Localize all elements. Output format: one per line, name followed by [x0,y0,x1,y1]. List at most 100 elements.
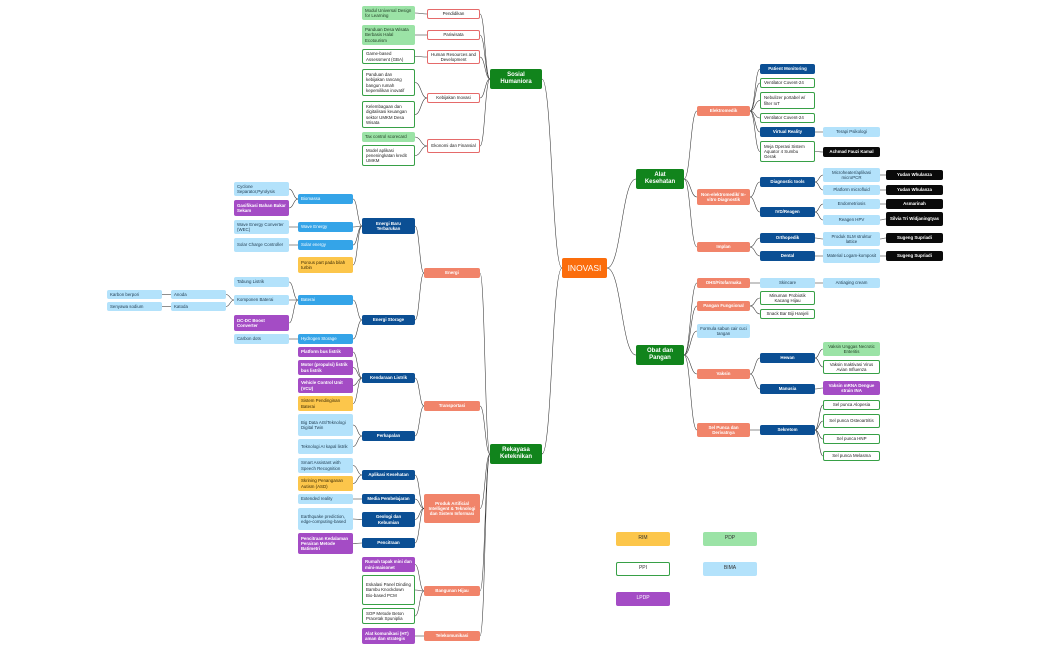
node-sel-punca-osteoartritis[interactable]: Sel punca Osteoartritis [823,414,880,428]
node-model-aplikasi-kredit[interactable]: Model aplikasi peneningkatan kredit UMKM [362,145,415,166]
node-eskalasi-panel-bambu[interactable]: Eskalasi Panel Dinding Bambu Knockdown B… [362,575,415,605]
node-katoda[interactable]: Katoda [171,302,226,311]
node-wave-energy[interactable]: Wave Energy [298,222,353,232]
node-sel-punca-hnp[interactable]: Sel punca HNP [823,434,880,444]
node-hydrogen-storage[interactable]: Hydrogen Storage [298,334,353,344]
node-virtual-reality[interactable]: Virtual Reality [760,127,815,137]
node-pencitraan-batimetri[interactable]: Pencitraan Kedalaman Perairan Metode Bat… [298,533,353,554]
node-orthopedik[interactable]: Orthopedik [760,233,815,243]
node-teknologi-ai-kapal[interactable]: Teknologi AI kapal listrik [298,439,353,454]
node-elektromedik[interactable]: Elektromedik [697,106,750,116]
node-panduan-kebijakan-rumah[interactable]: Panduan dan kebijakan rancang bangun rum… [362,69,415,96]
node-tax-control-scorecard[interactable]: Tax control scorecard [362,132,415,142]
node-wave-energy-converter[interactable]: Wave Energy Converter (WEC) [234,220,289,234]
node-hrd[interactable]: Human Resources and Development [427,50,480,64]
node-big-data-ais[interactable]: Big Data AIS/Teknologi Digital Twin [298,414,353,436]
node-panduan-desa-wisata[interactable]: Panduan Desa Wisata Berbasis Halal Ecoto… [362,25,415,45]
node-vaksin-inaktivasi-avian[interactable]: Vaksin Inaktivasi Virus Avian Influenza [823,360,880,374]
node-formula-sabun-cair[interactable]: Formula sabun cair cuci tangan [697,324,750,338]
node-karbon-berpori[interactable]: Karbon berpori [107,290,162,299]
node-material-logam-komposit[interactable]: Material Logam-komposit [823,249,880,263]
node-bangunan-hijau[interactable]: Bangunan Hijau [424,586,480,596]
node-sugeng-supriadi-2[interactable]: Sugeng Supriadi [886,251,943,261]
node-senyawa-sodium[interactable]: Senyawa sodium [107,302,162,311]
node-platform-microfluid[interactable]: Platform microfluid [823,185,880,195]
node-transportasi[interactable]: Transportasi [424,401,480,411]
node-snack-bar-hanjeli[interactable]: Snack Bar Biji Hanjeli [760,309,815,319]
node-diagnostic-tools[interactable]: Diagnostic tools [760,177,815,187]
node-yudan-whulanza-1[interactable]: Yudan Whulanza [886,170,943,180]
node-energi-storage[interactable]: Energi Storage [362,315,415,325]
node-silvia-tri-widjaningtyas[interactable]: Silvia Tri Widjaningtyas [886,212,943,226]
node-porous-part-turbin[interactable]: Porous part pada bilah turbin [298,257,353,273]
node-microheater-pcr[interactable]: Microheater/aplikasi microPCR [823,168,880,182]
node-media-pembelajaran[interactable]: Media Pembelajaran [362,494,415,504]
node-pangan-fungsional[interactable]: Pangan Fungsional [697,301,750,311]
node-pariwisata[interactable]: Pariwisata [427,30,480,40]
node-sel-punca-derivat[interactable]: Sel Punca dan Derivatnya [697,423,750,437]
node-dental[interactable]: Dental [760,251,815,261]
node-reagen-hpv[interactable]: Reagen HPV [823,215,880,225]
node-sekretom[interactable]: Sekretom [760,425,815,435]
node-dcdc-boost-converter[interactable]: DC-DC Boost Converter [234,315,289,331]
node-endometriosis[interactable]: Endometriosis [823,199,880,209]
node-anoda[interactable]: Anoda [171,290,226,299]
node-produk-ai-sistem-informasi[interactable]: Produk Artificial Intelligent & Teknolog… [424,494,480,523]
node-game-based-assessment[interactable]: Game-based Assessment (GBA) [362,49,415,64]
node-kebijakan-inovasi[interactable]: Kebijakan Inovasi [427,93,480,103]
node-implan[interactable]: Implan [697,242,750,252]
node-motor-propulsi[interactable]: Motor (propulsi) listrik bus listrik [298,360,353,375]
node-minuman-probiotik[interactable]: Minuman Probiotik Kacang Hijau [760,291,815,305]
node-sugeng-supriadi-1[interactable]: Sugeng Supriadi [886,233,943,243]
node-ekonomi-finansial[interactable]: Ekonomi dan Finansial [427,139,480,153]
node-alat-komunikasi-ht[interactable]: Alat komunikasi (HT) aman dan strategis [362,628,415,644]
node-extended-reality[interactable]: Extended reality [298,494,353,504]
node-solar-energy[interactable]: Solar energy [298,240,353,250]
node-cyclone-separator[interactable]: Cyclone Separator,Pyrolysis [234,182,289,196]
node-kendaraan-listrik[interactable]: Kendaraan Listrik [362,373,415,383]
node-carbon-dots[interactable]: Carbon dots [234,334,289,344]
node-earthquake-prediction[interactable]: Earthquake prediction, edge-computing-ba… [298,508,353,530]
node-vaksin[interactable]: Vaksin [697,369,750,379]
node-non-elektromedik[interactable]: Non-elektromedik/ In-vitro Diagnostik [697,189,750,205]
node-sop-beton-pracetak[interactable]: SOP Metode Beton Pracetak Spuniplia [362,608,415,624]
node-ventilator-covent-24-b[interactable]: Ventilator Covent-24 [760,113,815,123]
node-pendidikan[interactable]: Pendidikan [427,9,480,19]
node-aplikasi-kesehatan[interactable]: Aplikasi Kesehatan [362,470,415,480]
node-meja-operasi[interactable]: Meja Operasi Sistem Aquator 4 Sumbu Gera… [760,141,815,162]
node-terapi-psikologi[interactable]: Terapi Psikologi [823,127,880,137]
node-biomassa[interactable]: Biomassa [298,194,353,204]
node-solar-charge-controller[interactable]: Solar Charge Controller [234,238,289,252]
node-skincare[interactable]: Skincare [760,278,815,288]
root-node[interactable]: INOVASI [562,258,607,278]
node-produk-slm-lattice[interactable]: Produk SLM struktur lattice [823,232,880,246]
node-komponen-baterai[interactable]: Komponen Baterai [234,295,289,305]
node-ventilator-covent-24-a[interactable]: Ventilator Covent-24 [760,78,815,88]
node-yudan-whulanza-2[interactable]: Yudan Whulanza [886,185,943,195]
node-asmarinah[interactable]: Asmarinah [886,199,943,209]
node-vehicle-control-unit[interactable]: Vehicle Control Unit (VCU) [298,378,353,393]
node-smart-assistant[interactable]: Smart Assistant with Speech Recognition [298,458,353,473]
branch-sosial-humaniora[interactable]: Sosial Humaniora [490,69,542,89]
branch-alat-kesehatan[interactable]: Alat Kesehatan [636,169,684,189]
branch-rekayasa-keteknikan[interactable]: Rekayasa Keteknikan [490,444,542,464]
node-energi[interactable]: Energi [424,268,480,278]
node-pencitraan[interactable]: Pencitraan [362,538,415,548]
node-kelembagaan-digitalisasi[interactable]: Kelembagaan dan digitalisasi keuangan se… [362,101,415,128]
node-sel-punca-melasma[interactable]: Sel punca Melasma [823,451,880,461]
node-energi-baru-terbarukan[interactable]: Energi Baru Terbarukan [362,218,415,234]
branch-obat-pangan[interactable]: Obat dan Pangan [636,345,684,365]
node-tabung-listrik[interactable]: Tabung Listrik [234,277,289,287]
node-perkapalan[interactable]: Perkapalan [362,431,415,441]
node-ohs-fitofarmaka[interactable]: OHS/Fitofarmaka [697,278,750,288]
node-platform-bus-listrik[interactable]: Platform bus listrik [298,347,353,357]
node-vaksin-mrna-dengue[interactable]: Vaksin mRNA Dengue strain INA [823,381,880,395]
node-achmad-fauzi-kamal[interactable]: Achmad Fauzi Kamal [823,147,880,157]
node-rumah-tapak-mini[interactable]: Rumah tapak mini dan mini-maisonet [362,557,415,572]
node-antiaging-cream[interactable]: Antiaging cream [823,278,880,288]
node-telekomunikasi[interactable]: Telekomunikasi [424,631,480,641]
node-vaksin-hewan[interactable]: Hewan [760,353,815,363]
node-vaksin-unggas[interactable]: Vaksin Unggas Necrotic Enteritis [823,342,880,356]
node-gasifikasi-sekam[interactable]: Gasifikasi Bahan Bakar Sekam [234,200,289,216]
node-baterai[interactable]: Baterai [298,295,353,305]
